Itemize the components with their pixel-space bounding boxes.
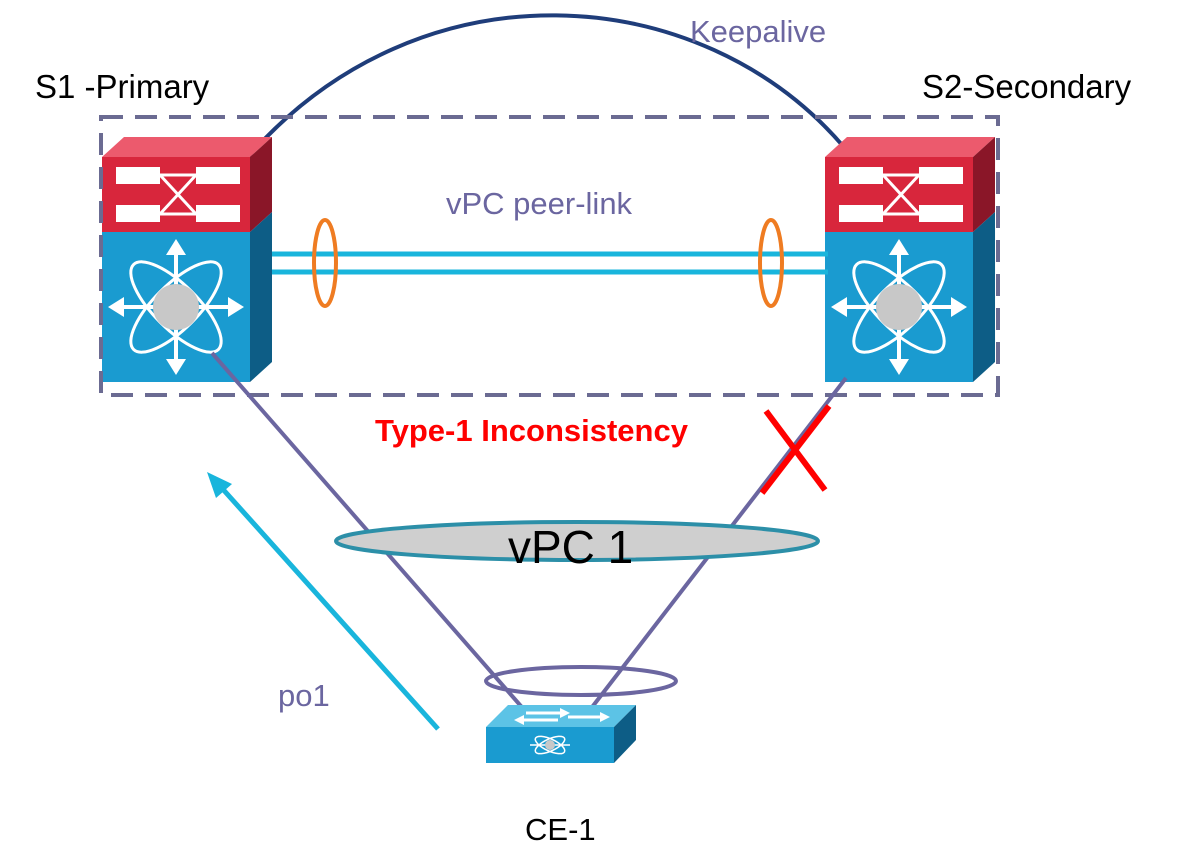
keepalive-label: Keepalive: [690, 14, 826, 49]
peer-link-bundle-right: [758, 218, 784, 308]
arrow-icon: [207, 472, 440, 731]
peer-link-label: vPC peer-link: [446, 186, 633, 221]
vpc-domain-box: [99, 115, 1000, 397]
po-label: po1: [278, 678, 330, 713]
peer-link-bundle-left: [312, 218, 338, 308]
nexus-switch-icon: [823, 135, 997, 384]
vpc-label: vPC 1: [508, 521, 633, 573]
inconsistency-label: Type-1 Inconsistency: [375, 413, 689, 448]
keepalive-link: [246, 13, 845, 159]
s2-label: S2-Secondary: [922, 68, 1132, 105]
vpc-ellipse: [334, 520, 820, 562]
x-mark-icon: [759, 404, 832, 495]
nexus-switch-icon: [100, 135, 274, 384]
peer-link: [272, 251, 828, 275]
s1-label: S1 -Primary: [35, 68, 210, 105]
ce-label: CE-1: [525, 812, 596, 847]
workgroup-switch-icon: [486, 705, 636, 763]
po-ellipse: [484, 665, 678, 697]
